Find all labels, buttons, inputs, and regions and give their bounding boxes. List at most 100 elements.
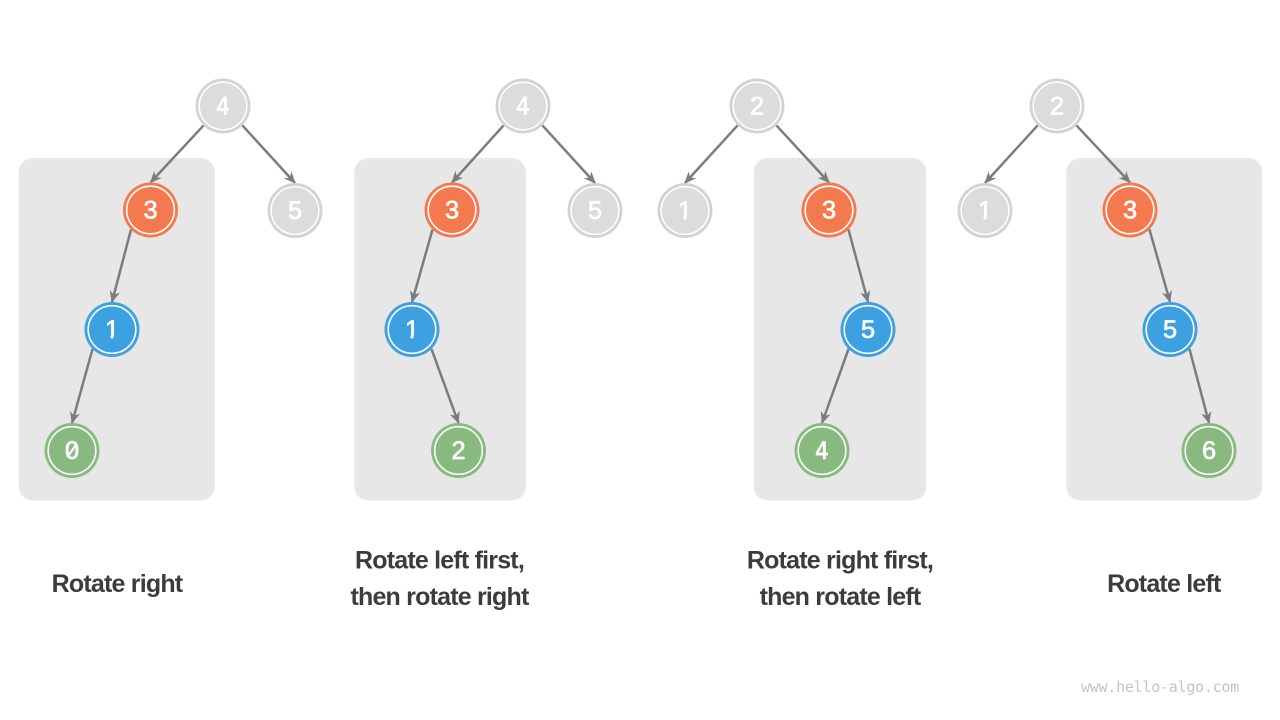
tree-node-left-rotation-5: 5 [1142, 302, 1198, 357]
tree-node-right-rotation-3: 3 [123, 182, 178, 238]
diagram-caption-left-right-rotation-line2: then rotate right [350, 583, 530, 611]
node-white-ring [387, 304, 437, 355]
diagram-caption-left-right-rotation-line1: Rotate left first, [355, 546, 524, 574]
tree-edge-4-5 [541, 124, 596, 184]
tree-node-left-rotation-6: 6 [1181, 423, 1237, 478]
node-inner-circle [662, 187, 708, 234]
node-value: 2 [750, 93, 764, 121]
tree-node-right-left-rotation-1: 1 [657, 183, 713, 238]
node-value: 6 [1202, 437, 1216, 465]
node-white-ring [47, 425, 97, 476]
diagram-caption-right-left-rotation-line1: Rotate right first, [747, 546, 933, 574]
tree-edge-1-2 [430, 348, 460, 424]
node-value: 2 [451, 437, 465, 465]
node-value: 3 [1123, 197, 1137, 225]
node-value: 5 [861, 316, 875, 344]
tree-edge-4-5 [241, 124, 296, 184]
digit-foot-mask [678, 216, 684, 221]
node-inner-circle [500, 83, 546, 129]
digit-foot-mask [986, 216, 992, 221]
tree-edge-2-1 [984, 124, 1039, 184]
node-value: 2 [1050, 93, 1064, 121]
node-inner-circle [1034, 83, 1080, 129]
tree-node-right-rotation-1: 1 [84, 302, 140, 357]
node-white-ring [660, 185, 710, 236]
tree-node-left-rotation-1: 1 [957, 183, 1013, 238]
node-white-ring [498, 81, 548, 131]
tree-node-right-left-rotation-4: 4 [794, 423, 850, 478]
tree-node-left-rotation-3: 3 [1102, 182, 1158, 238]
node-white-ring [1032, 81, 1082, 131]
tree-edge-layer [69, 124, 1212, 424]
tree-node-right-rotation-4: 4 [195, 78, 251, 134]
node-inner-circle [435, 427, 482, 474]
node-white-ring [843, 304, 893, 355]
node-value: 3 [822, 197, 836, 225]
tree-edge-5-4 [820, 348, 850, 424]
node-white-ring [198, 81, 248, 131]
node-white-ring [732, 81, 782, 131]
digit-foot-mask [405, 335, 411, 340]
watermark-url: www.hello-algo.com [1080, 678, 1240, 696]
tree-node-right-left-rotation-5: 5 [840, 302, 896, 357]
node-inner-circle [1107, 187, 1153, 233]
digit-foot-mask [413, 335, 419, 340]
node-value: 1 [405, 316, 419, 344]
tree-node-left-right-rotation-2: 2 [431, 423, 486, 478]
tree-edge-3-1 [410, 229, 434, 303]
node-white-ring [87, 304, 137, 355]
node-white-ring [960, 185, 1010, 236]
tree-edge-3-5 [847, 229, 871, 303]
tree-edge-4-3 [451, 124, 505, 184]
node-inner-circle [389, 306, 435, 353]
node-value: 1 [678, 197, 692, 225]
tree-edge-2-3 [775, 124, 830, 184]
tree-node-left-rotation-2: 2 [1029, 78, 1085, 134]
tree-node-left-right-rotation-3: 3 [424, 182, 480, 238]
node-value: 4 [815, 437, 829, 465]
tree-node-left-right-rotation-1: 1 [384, 302, 440, 357]
node-inner-circle [200, 83, 246, 129]
node-inner-circle [429, 187, 475, 233]
tree-node-right-rotation-0: 0 [44, 423, 100, 478]
digit-foot-mask [113, 335, 119, 340]
tree-node-right-left-rotation-2: 2 [729, 78, 785, 134]
tree-node-left-right-rotation-5: 5 [567, 183, 623, 238]
node-inner-circle [572, 187, 618, 234]
node-inner-circle [806, 187, 852, 233]
tree-node-left-right-rotation-4: 4 [495, 78, 551, 134]
digit-foot-mask [105, 335, 111, 340]
node-inner-circle [734, 83, 780, 129]
node-value: 3 [143, 197, 157, 225]
node-white-ring [1145, 304, 1195, 355]
node-white-ring [1105, 185, 1155, 235]
tree-edge-1-0 [69, 348, 94, 424]
highlight-box-layer [18, 158, 1263, 501]
node-inner-circle [799, 427, 845, 474]
node-value: 5 [588, 197, 602, 225]
digit-foot-mask [978, 216, 984, 221]
node-inner-circle [845, 306, 891, 353]
node-inner-circle [1147, 306, 1193, 353]
node-white-ring [570, 185, 620, 236]
diagram-caption-right-rotation-line1: Rotate right [52, 570, 184, 598]
node-inner-circle [1186, 427, 1232, 474]
node-value: 4 [516, 93, 530, 121]
node-white-ring [433, 425, 484, 476]
diagram-caption-right-left-rotation-line2: then rotate left [760, 583, 922, 611]
node-white-ring [804, 185, 854, 235]
node-value: 1 [105, 316, 119, 344]
subtree-highlight-box-left-right-rotation [354, 158, 526, 501]
node-inner-circle [962, 187, 1008, 234]
tree-edge-3-1 [109, 229, 133, 303]
tree-edge-5-6 [1188, 348, 1212, 424]
node-inner-circle [127, 187, 174, 233]
tree-edge-4-3 [149, 124, 205, 184]
node-inner-circle [89, 306, 135, 353]
node-value: 4 [216, 93, 230, 121]
zero-slash [66, 443, 78, 458]
node-value: 3 [445, 197, 459, 225]
tree-edge-3-5 [1148, 229, 1172, 303]
caption-layer: Rotate right Rotate left first, then rotat… [52, 546, 1223, 611]
